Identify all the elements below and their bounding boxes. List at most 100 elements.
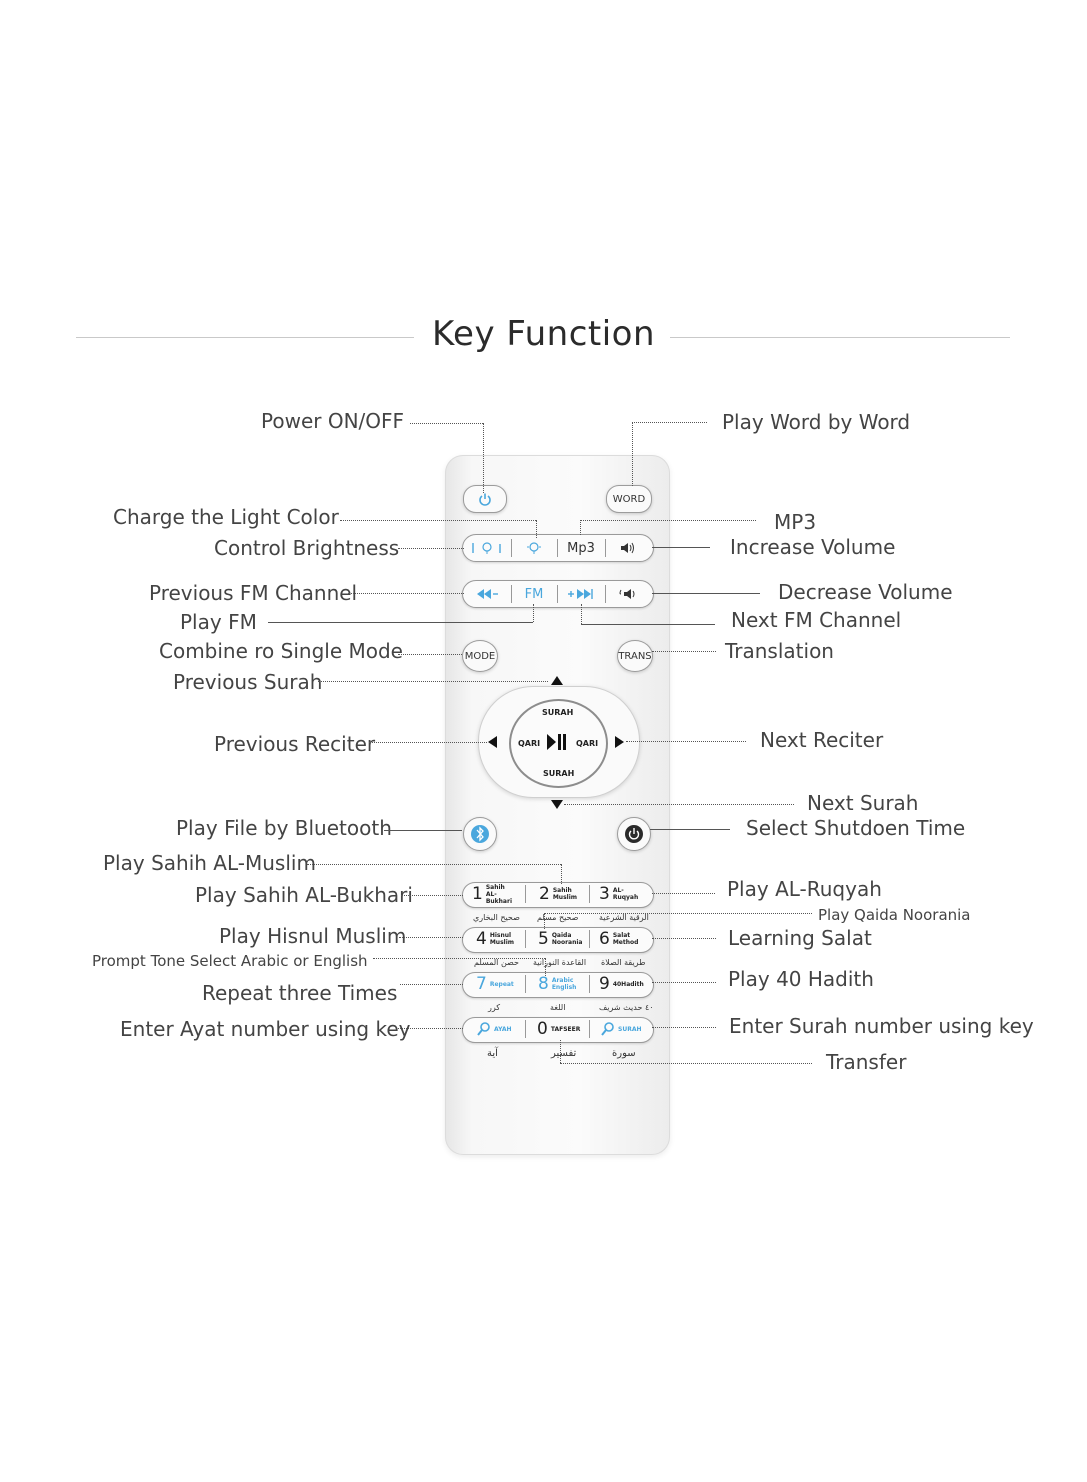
leader-line [307,864,561,865]
volume-down-icon [619,589,635,599]
power-button[interactable] [463,485,507,513]
prev-surah-arrow[interactable] [551,676,563,685]
separator [511,539,512,557]
label-prev-reciter: Previous Reciter [214,732,376,756]
leader-line [369,742,487,743]
key-caption: Hisnul Muslim [489,932,515,946]
brightness-icon [527,542,541,554]
leader-line [348,593,464,594]
label-increase-volume: Increase Volume [730,535,896,559]
leader-line [410,423,483,424]
leader-line [560,1063,812,1064]
leader-line [545,958,546,976]
mode-button[interactable]: MODE [462,640,498,672]
keypad-row-3 [462,972,654,998]
ayah-key[interactable]: AYAH [476,1018,512,1040]
leader-line [400,984,463,985]
forward-icon [568,589,593,599]
next-surah-arrow[interactable] [551,800,563,809]
leader-line [340,520,536,521]
surah-up-label: SURAH [542,708,574,717]
separator [525,885,526,903]
label-prev-surah: Previous Surah [173,670,323,694]
leader-line [398,1028,463,1029]
search-icon [477,1022,490,1036]
leader-line [650,829,730,830]
key-number: 4 [476,929,487,949]
leader-line [384,830,462,831]
leader-line [632,422,707,423]
key-caption: Repeat [489,980,514,988]
keypad-row-4 [462,1017,654,1043]
label-light-color: Charge the Light Color [113,505,339,529]
separator [589,975,590,993]
arabic-caption: القاعدة النورانية [533,958,587,967]
leader-line [401,895,463,896]
leader-line [398,654,462,655]
brightness-button[interactable] [513,537,555,559]
label-surah-number: Enter Surah number using key [729,1014,1034,1038]
separator [605,539,606,557]
light-color-button[interactable] [465,537,509,559]
mp3-button[interactable]: Mp3 [567,540,595,556]
shutdown-timer-button[interactable] [617,817,651,851]
label-play-fm: Play FM [180,610,257,634]
leader-line [544,913,812,914]
keypad-row-2 [462,927,654,953]
label-translation: Translation [725,639,834,663]
trans-button[interactable]: TRANS [617,640,653,672]
key-number: 7 [476,974,487,994]
separator [589,930,590,948]
label-qaida: Play Qaida Noorania [818,906,971,924]
shutdown-timer-icon [625,825,643,843]
word-button[interactable]: WORD [606,485,652,513]
label-next-reciter: Next Reciter [760,728,884,752]
separator [557,539,558,557]
separator [525,975,526,993]
bluetooth-button[interactable] [463,817,497,851]
play-pause-icon[interactable] [546,733,568,751]
leader-line [652,593,760,594]
rewind-icon [477,589,498,599]
leader-line [626,741,746,742]
key-caption: 40Hadith [612,980,644,988]
arabic-caption: سورة [612,1048,636,1059]
light-mp3-row: Mp3 [462,534,654,562]
next-reciter-arrow[interactable] [615,736,624,748]
label-word-by-word: Play Word by Word [722,410,911,434]
leader-line [483,423,484,493]
label-decrease-volume: Decrease Volume [778,580,953,604]
key-caption: AL-Ruqyah [612,887,639,901]
leader-line [560,1040,561,1063]
prev-fm-button[interactable] [465,583,509,605]
label-salat: Learning Salat [728,926,872,950]
next-fm-button[interactable] [559,583,603,605]
arabic-caption: صحيح البخاري [473,913,520,922]
separator [589,885,590,903]
label-ruqyah: Play AL-Ruqyah [727,877,882,901]
fm-button[interactable]: FM [524,586,544,602]
label-brightness: Control Brightness [214,536,400,560]
leader-line [580,520,581,535]
surah-key[interactable]: SURAH [600,1018,641,1040]
volume-down-button[interactable] [607,583,649,605]
leader-line [652,982,716,983]
arabic-caption: ٤٠ حديث شريف [599,1003,654,1012]
label-next-surah: Next Surah [807,791,919,815]
volume-up-button[interactable] [607,537,649,559]
leader-line [632,422,633,486]
leader-line [268,622,533,623]
label-power: Power ON/OFF [261,409,405,433]
prev-reciter-arrow[interactable] [488,736,497,748]
leader-line [318,681,548,682]
